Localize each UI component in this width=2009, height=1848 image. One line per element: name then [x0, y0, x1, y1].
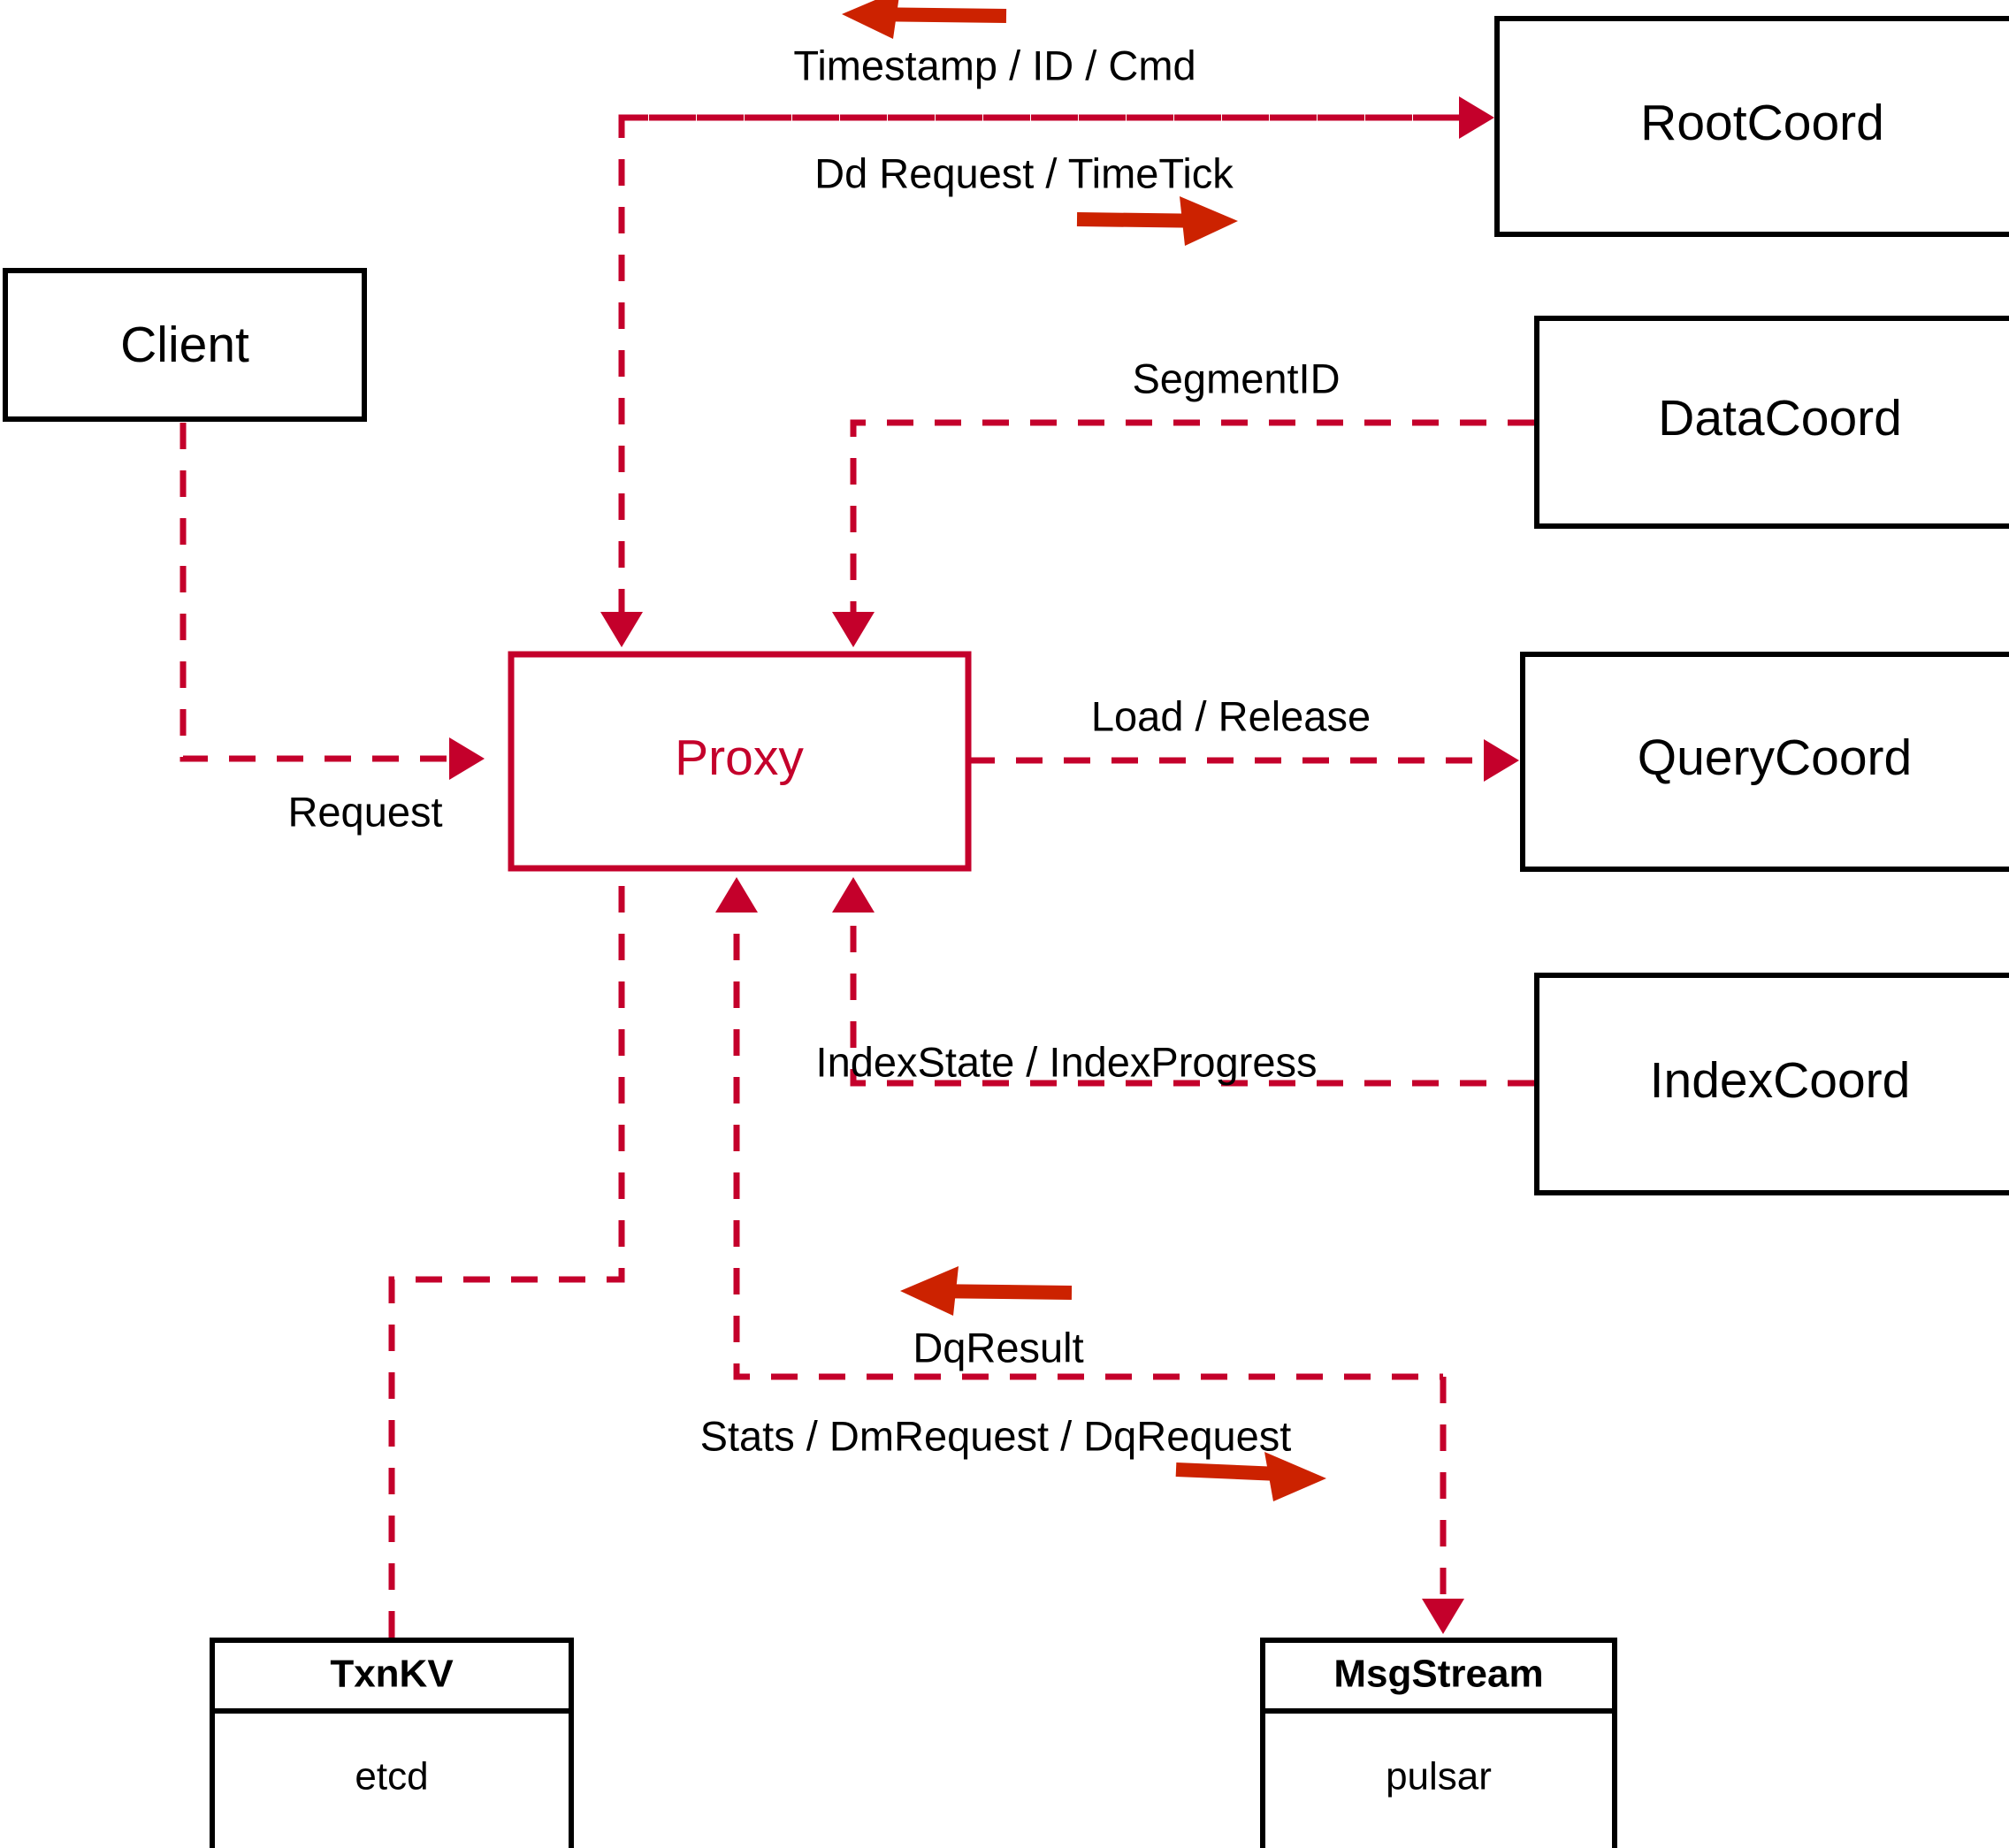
- node-txnkv[interactable]: TxnKV etcd: [210, 1638, 574, 1848]
- node-indexcoord-box: [1534, 973, 2009, 1195]
- edge-arrowhead-request: [449, 737, 485, 780]
- node-rootcoord-box: [1494, 16, 2009, 237]
- node-querycoord-label: QueryCoord: [1638, 729, 1912, 786]
- edge-label-dd-request-timetick: Dd Request / TimeTick: [814, 149, 1234, 196]
- edge-line-segment-id: [850, 419, 1534, 638]
- flow-arrow-dd-request-right: [1076, 196, 1238, 246]
- edge-line-index-state-progress: [850, 886, 1534, 1087]
- node-datacoord-label: DataCoord: [1658, 390, 1902, 447]
- node-datacoord-box: [1534, 316, 2009, 529]
- node-datacoord[interactable]: DataCoord: [1534, 316, 2009, 529]
- node-msgstream-body: pulsar: [1386, 1755, 1492, 1798]
- edge-label-index-state-progress: IndexState / IndexProgress: [816, 1038, 1318, 1085]
- node-proxy-box: [508, 651, 972, 872]
- node-msgstream-title: MsgStream: [1333, 1653, 1543, 1696]
- edge-label-load-release: Load / Release: [1091, 692, 1371, 739]
- edge-line-dq-result: [733, 886, 1443, 1380]
- edge-arrowhead-segment-id: [832, 612, 875, 647]
- edge-arrowhead-load-release: [1484, 739, 1519, 782]
- node-querycoord[interactable]: QueryCoord: [1520, 652, 2009, 872]
- node-indexcoord[interactable]: IndexCoord: [1534, 973, 2009, 1195]
- node-txnkv-title: TxnKV: [330, 1653, 454, 1696]
- node-txnkv-box: [210, 1638, 574, 1848]
- flow-arrow-stats-request-right: [1175, 1452, 1326, 1501]
- node-querycoord-box: [1520, 652, 2009, 872]
- node-client-box: [3, 268, 367, 422]
- edge-line-proxy-txnkv: [388, 886, 625, 1638]
- node-rootcoord-label: RootCoord: [1640, 95, 1884, 151]
- edge-label-request: Request: [287, 788, 442, 835]
- node-msgstream-box: [1260, 1638, 1617, 1848]
- edge-label-stats-dm-dq-request: Stats / DmRequest / DqRequest: [700, 1412, 1292, 1459]
- edge-arrowhead-index-state-progress: [832, 877, 875, 913]
- flow-arrow-timestamp-left: [842, 0, 1007, 39]
- edge-arrowhead-timestamp-id-cmd: [600, 612, 643, 647]
- edge-label-timestamp-id-cmd: Timestamp / ID / Cmd: [793, 42, 1195, 88]
- node-client-label: Client: [120, 317, 249, 373]
- flow-arrow-dq-result-left: [900, 1266, 1073, 1316]
- node-proxy-label: Proxy: [675, 729, 804, 786]
- edge-arrowhead-dq-result: [715, 877, 758, 913]
- node-proxy[interactable]: Proxy: [508, 651, 972, 872]
- node-indexcoord-label: IndexCoord: [1650, 1052, 1911, 1109]
- edge-line-request: [180, 423, 477, 762]
- edge-arrowhead-dd-request-timetick: [1459, 96, 1494, 139]
- node-rootcoord[interactable]: RootCoord: [1494, 16, 2009, 237]
- edge-arrowhead-stats-dm-dq-request: [1422, 1599, 1464, 1634]
- edge-label-dq-result: DqResult: [913, 1324, 1083, 1371]
- edge-label-segment-id: SegmentID: [1132, 355, 1340, 401]
- node-msgstream[interactable]: MsgStream pulsar: [1260, 1638, 1617, 1848]
- node-client[interactable]: Client: [3, 268, 367, 422]
- node-txnkv-body: etcd: [355, 1755, 428, 1798]
